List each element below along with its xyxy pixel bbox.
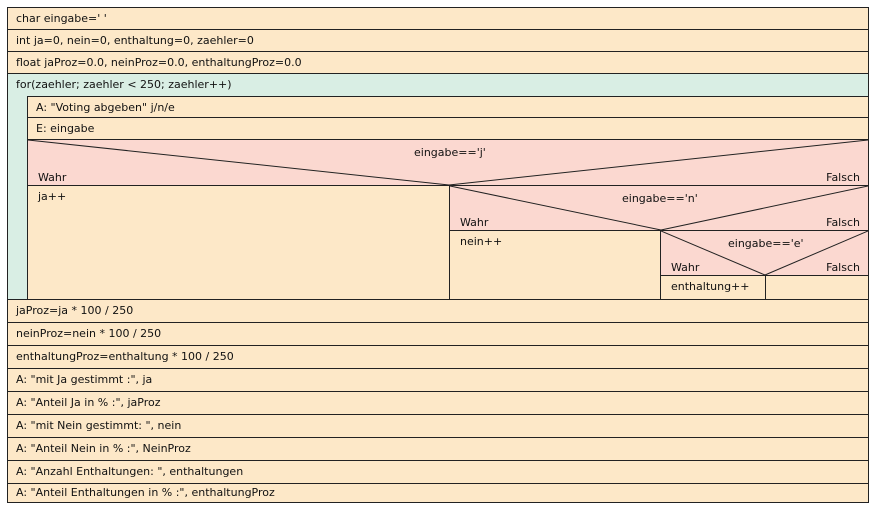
decision-1-condition: eingabe=='j' (414, 146, 486, 159)
struktogramm: char eingabe=' ' int ja=0, nein=0, entha… (7, 7, 869, 503)
loop-body: A: "Voting abgeben" j/n/e E: eingabe ein… (27, 96, 868, 299)
decision-3-divider (765, 276, 766, 299)
decision-eingabe-n: eingabe=='n' Wahr Falsch (450, 186, 868, 231)
decision-2-divider (660, 231, 661, 299)
decision-eingabe-j: eingabe=='j' Wahr Falsch (28, 140, 868, 186)
decision-3-triangle (661, 231, 868, 276)
decision-eingabe-e: eingabe=='e' Wahr Falsch (661, 231, 868, 276)
statement-output-nein: A: "mit Nein gestimmt: ", nein (8, 415, 868, 438)
statement-int-declarations: int ja=0, nein=0, enthaltung=0, zaehler=… (8, 30, 868, 52)
statement-output-anteil-enthaltungen: A: "Anteil Enthaltungen in % :", enthalt… (8, 484, 868, 502)
decision-2-triangle (450, 186, 868, 231)
decision-3-true-label: Wahr (671, 261, 700, 274)
decision-2-condition: eingabe=='n' (622, 192, 698, 205)
statement-output-anteil-ja: A: "Anteil Ja in % :", jaProz (8, 392, 868, 415)
decision-1-triangle (28, 140, 868, 186)
statement-output-voting: A: "Voting abgeben" j/n/e (28, 96, 868, 118)
statement-neinproz: neinProz=nein * 100 / 250 (8, 323, 868, 346)
decision-2-true-label: Wahr (460, 216, 489, 229)
statement-char-eingabe: char eingabe=' ' (8, 8, 868, 30)
for-loop-block: for(zaehler; zaehler < 250; zaehler++) A… (8, 74, 868, 300)
decision-1-divider (449, 186, 450, 299)
statement-japroz: jaProz=ja * 100 / 250 (8, 300, 868, 323)
decision-3-false-label: Falsch (826, 261, 860, 274)
action-ja-increment: ja++ (28, 186, 449, 299)
statement-output-ja: A: "mit Ja gestimmt :", ja (8, 369, 868, 392)
decision-3-condition: eingabe=='e' (728, 237, 804, 250)
action-enthaltung-increment: enthaltung++ (661, 276, 765, 299)
statement-enthaltungproz: enthaltungProz=enthaltung * 100 / 250 (8, 346, 868, 369)
action-empty-false (766, 276, 868, 299)
for-loop-header: for(zaehler; zaehler < 250; zaehler++) (16, 78, 232, 91)
decision-1-false-label: Falsch (826, 171, 860, 184)
decision-2-false-label: Falsch (826, 216, 860, 229)
statement-output-enthaltungen: A: "Anzahl Enthaltungen: ", enthaltungen (8, 461, 868, 484)
decision-1-true-label: Wahr (38, 171, 67, 184)
action-nein-increment: nein++ (450, 231, 660, 299)
statement-output-anteil-nein: A: "Anteil Nein in % :", NeinProz (8, 438, 868, 461)
statement-input-eingabe: E: eingabe (28, 118, 868, 140)
statement-float-declarations: float jaProz=0.0, neinProz=0.0, enthaltu… (8, 52, 868, 74)
